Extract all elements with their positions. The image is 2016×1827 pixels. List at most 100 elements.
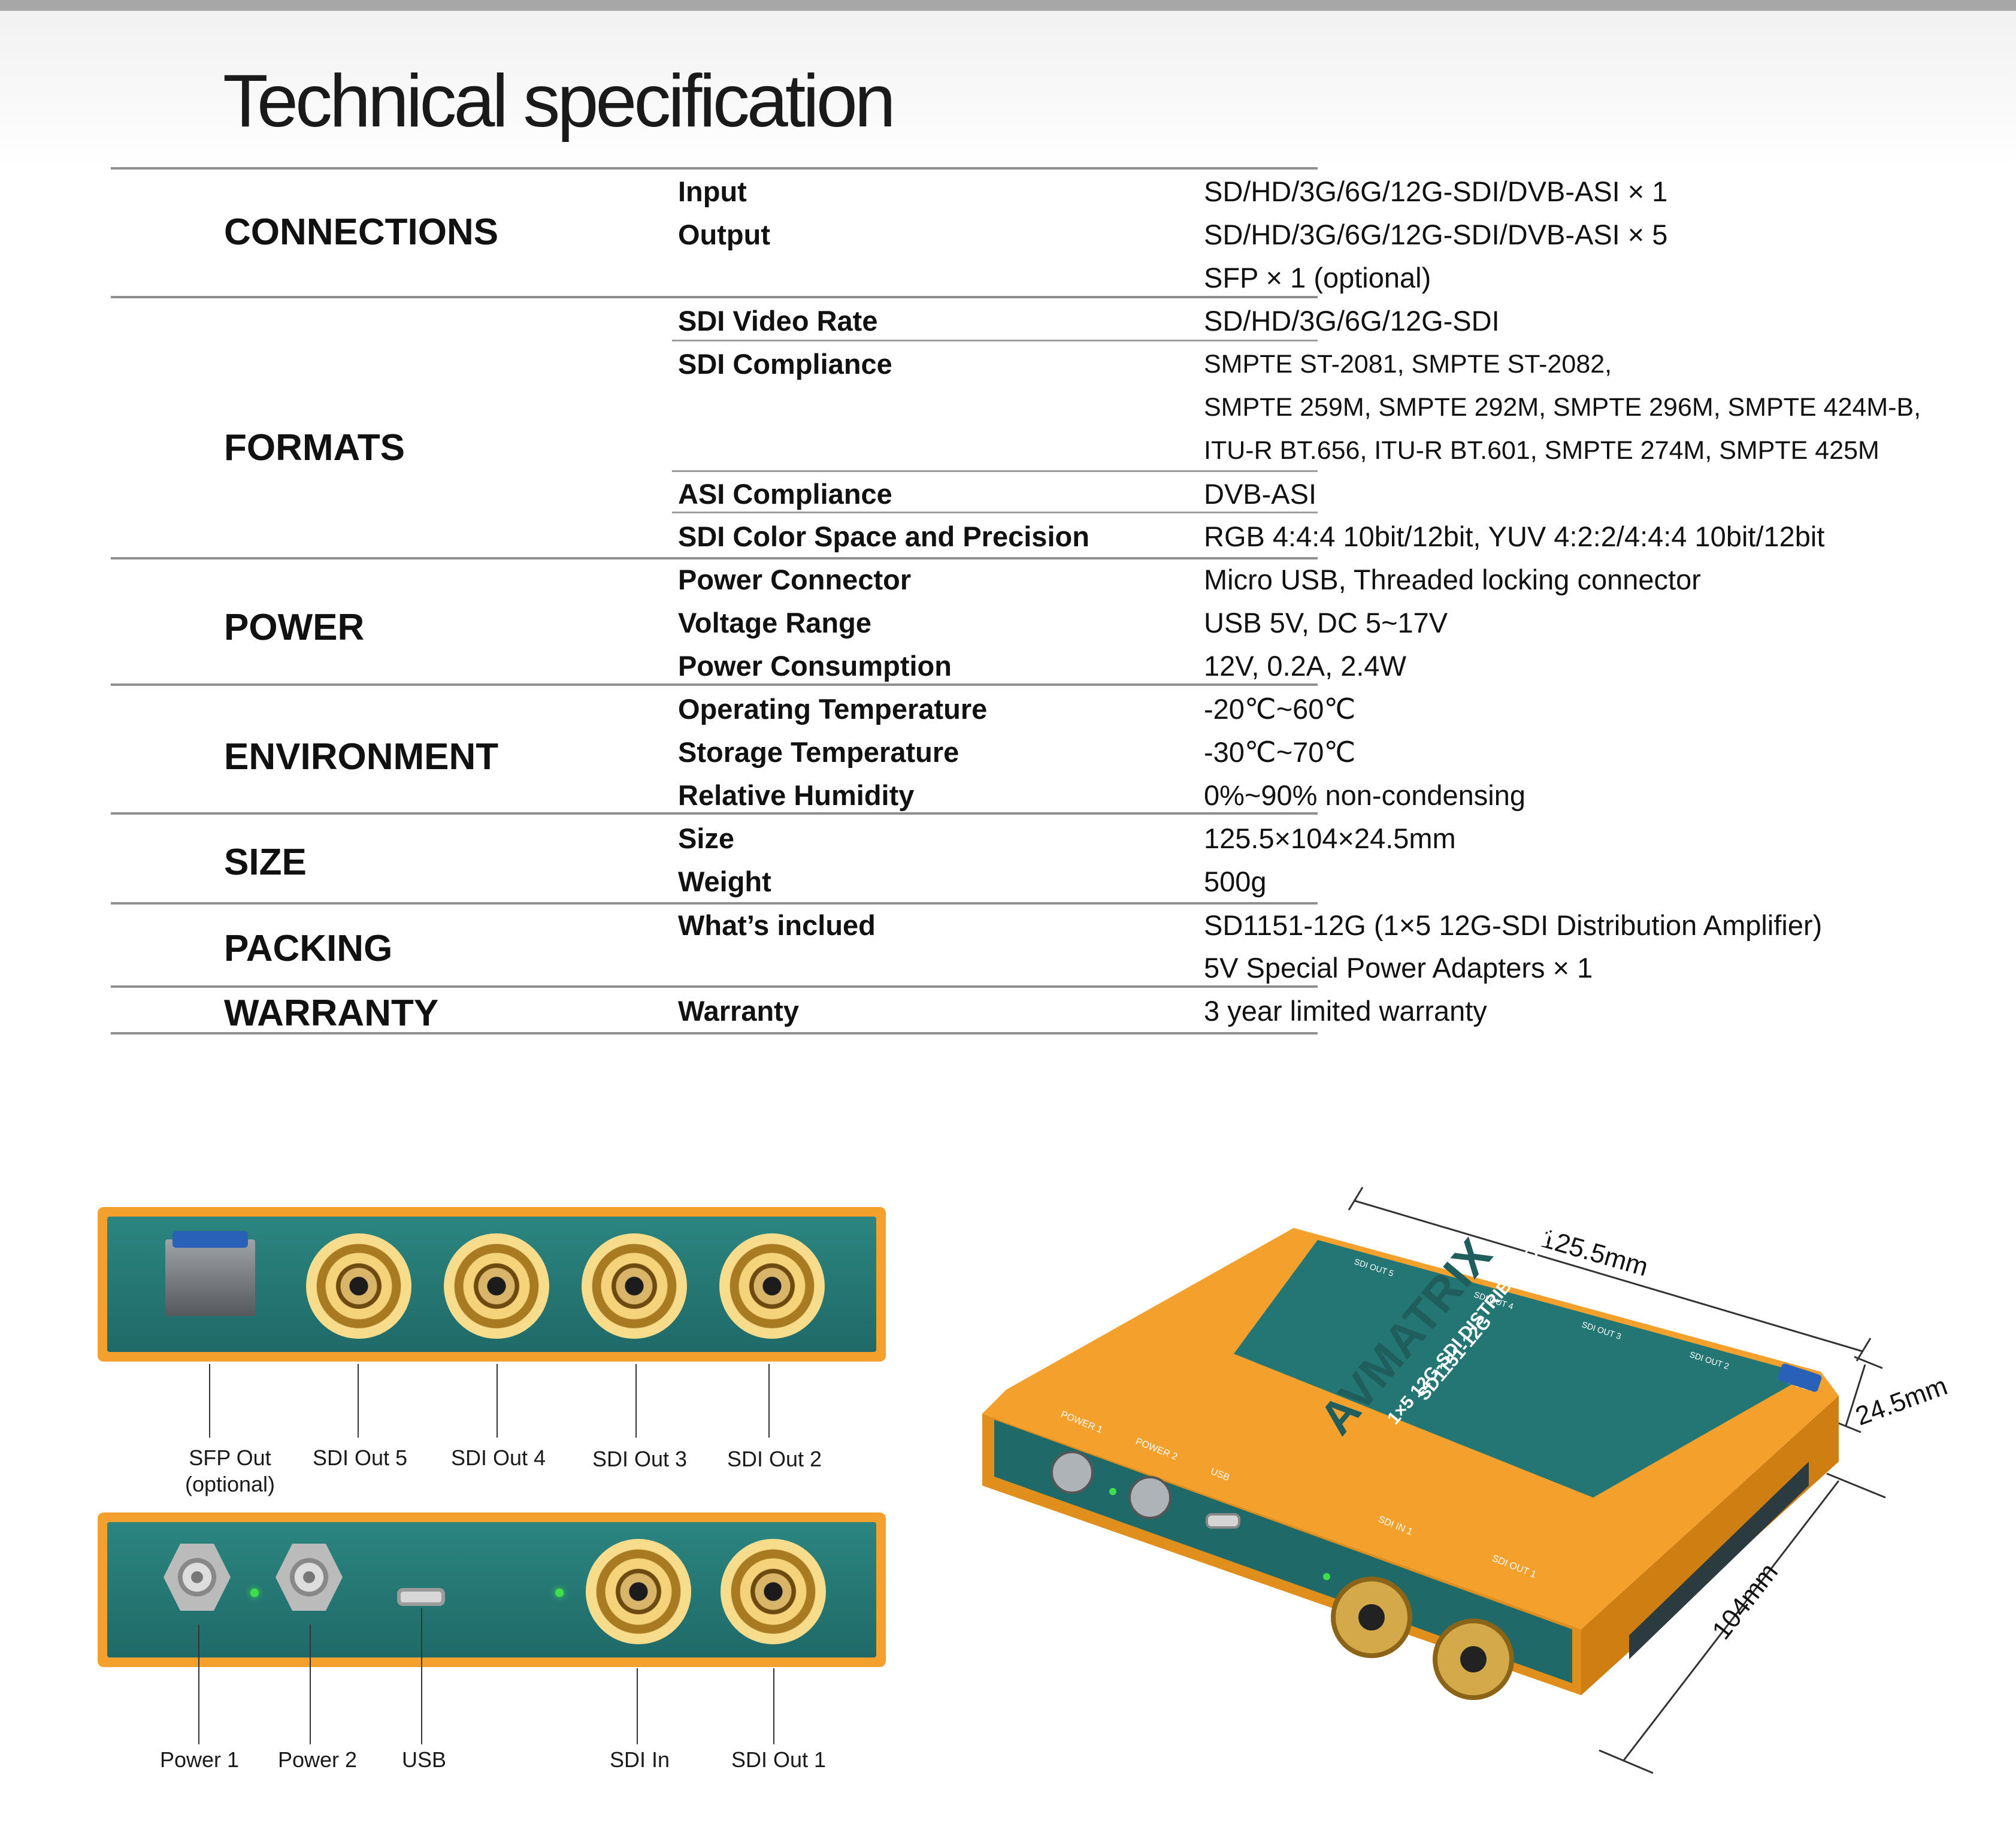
leader-line: [421, 1608, 422, 1744]
spec-value: Micro USB, Threaded locking connector: [1204, 564, 1701, 595]
dimension-tick: [1854, 1356, 1883, 1369]
table-rule: [111, 985, 1318, 988]
spec-label: Weight: [678, 866, 771, 897]
category-formats: FORMATS: [224, 427, 405, 468]
leader-line: [358, 1364, 359, 1438]
spec-value: SMPTE ST-2081, SMPTE ST-2082,: [1204, 350, 1612, 379]
spec-value: SD1151-12G (1×5 12G-SDI Distribution Amp…: [1204, 909, 1823, 941]
spec-label: Warranty: [678, 995, 799, 1027]
leader-line: [637, 1668, 638, 1744]
spec-label: SDI Compliance: [678, 348, 892, 380]
signal-led-icon: [555, 1589, 564, 1597]
device-rear-panel-inputs: [98, 1513, 886, 1667]
category-warranty: WARRANTY: [224, 993, 439, 1034]
spec-label: Power Consumption: [678, 650, 952, 682]
dimension-line-length: [1353, 1199, 1863, 1353]
spec-label: What’s inclued: [678, 909, 876, 941]
dimension-tick: [1826, 1472, 1886, 1499]
caption-sfp-out: SFP Out (optional): [185, 1445, 275, 1498]
caption-line: (optional): [184, 1472, 276, 1496]
sdi-out1-connector: [721, 1539, 826, 1644]
device-vent-slot: [1629, 1462, 1809, 1659]
dimension-tick: [1599, 1749, 1654, 1774]
sdi-out2-connector: [719, 1233, 825, 1339]
caption-sdi-out1: SDI Out 1: [731, 1747, 827, 1772]
caption-usb: USB: [401, 1747, 447, 1772]
dimension-line-height: [1845, 1364, 1866, 1426]
leader-line: [768, 1364, 770, 1438]
dimension-tick: [1348, 1187, 1364, 1211]
row-rule: [672, 512, 1318, 513]
spec-label: SDI Video Rate: [678, 305, 878, 337]
spec-label: Operating Temperature: [678, 693, 988, 725]
usb-port-3d: [1206, 1513, 1240, 1529]
bnc-center: [1460, 1646, 1487, 1672]
spec-label: Storage Temperature: [678, 736, 959, 768]
category-connections: CONNECTIONS: [224, 211, 499, 253]
spec-value: USB 5V, DC 5~17V: [1204, 607, 1448, 639]
spec-value: ITU-R BT.656, ITU-R BT.601, SMPTE 274M, …: [1204, 436, 1879, 465]
spec-label: Size: [678, 822, 735, 854]
caption-sdi-out5: SDI Out 5: [312, 1445, 408, 1470]
spec-label: Output: [678, 219, 770, 250]
spec-label: Input: [678, 176, 747, 207]
category-power: POWER: [224, 607, 365, 648]
caption-sdi-out4: SDI Out 4: [450, 1445, 546, 1470]
power2-connector-3d: [1128, 1476, 1172, 1519]
dimension-tick: [1855, 1338, 1872, 1362]
table-rule: [111, 296, 1318, 298]
caption-power1: Power 1: [159, 1747, 240, 1772]
row-rule: [672, 470, 1318, 472]
sfp-cage-3d: [1778, 1363, 1822, 1392]
spec-value: SD/HD/3G/6G/12G-SDI/DVB-ASI × 5: [1204, 219, 1668, 250]
device-front-panel-outputs: [98, 1207, 886, 1362]
spec-value: 3 year limited warranty: [1204, 995, 1487, 1027]
spec-label: ASI Compliance: [678, 478, 892, 510]
device-3d-illustration: 125.5mm 24.5mm 104mm AVMATRIX 1×5 12G-SD…: [982, 1174, 1951, 1774]
spec-value: RGB 4:4:4 10bit/12bit, YUV 4:2:2/4:4:4 1…: [1204, 521, 1825, 552]
usb-port: [397, 1588, 445, 1606]
table-rule: [111, 167, 1318, 170]
device-top-teal: [1234, 1240, 1809, 1498]
spec-label: Voltage Range: [678, 607, 871, 639]
spec-value: 500g: [1204, 866, 1267, 897]
power-led-icon: [250, 1589, 259, 1597]
caption-sdi-in: SDI In: [609, 1747, 670, 1772]
caption-sdi-out3: SDI Out 3: [592, 1447, 688, 1471]
category-packing: PACKING: [224, 928, 393, 969]
sdi-out5-connector: [306, 1233, 411, 1339]
sfp-latch: [172, 1231, 248, 1248]
spec-value: SD/HD/3G/6G/12G-SDI: [1204, 305, 1500, 337]
spec-label: Relative Humidity: [678, 779, 915, 811]
page-title: Technical specification: [223, 60, 896, 143]
leader-line: [198, 1625, 199, 1744]
power1-connector-3d: [1051, 1451, 1094, 1494]
top-bar: [0, 0, 2016, 11]
leader-line: [497, 1364, 498, 1438]
caption-line: SFP Out: [189, 1445, 271, 1470]
row-rule: [672, 340, 1318, 341]
sdi-out4-connector: [444, 1233, 549, 1339]
dimension-height-label: 24.5mm: [1852, 1371, 1951, 1431]
spec-value: DVB-ASI: [1204, 478, 1317, 510]
leader-line: [635, 1364, 637, 1438]
caption-power2: Power 2: [277, 1747, 358, 1772]
spec-value: SFP × 1 (optional): [1204, 262, 1431, 294]
caption-sdi-out2: SDI Out 2: [727, 1447, 822, 1471]
spec-value: SD/HD/3G/6G/12G-SDI/DVB-ASI × 1: [1204, 176, 1668, 207]
led-icon: [1323, 1573, 1330, 1580]
sdi-in-connector: [586, 1539, 691, 1644]
spec-value: 125.5×104×24.5mm: [1204, 822, 1456, 854]
spec-value: 5V Special Power Adapters × 1: [1204, 952, 1593, 984]
dimension-line-width: [1622, 1480, 1840, 1762]
table-rule: [111, 902, 1318, 905]
category-environment: ENVIRONMENT: [224, 736, 499, 778]
table-rule: [111, 557, 1318, 559]
led-icon: [1109, 1488, 1116, 1495]
table-rule: [111, 683, 1318, 686]
spec-value: -30℃~70℃: [1204, 736, 1356, 768]
spec-value: SMPTE 259M, SMPTE 292M, SMPTE 296M, SMPT…: [1204, 393, 1921, 422]
sfp-port: [165, 1231, 255, 1316]
table-rule: [111, 812, 1318, 815]
category-size: SIZE: [224, 842, 307, 883]
